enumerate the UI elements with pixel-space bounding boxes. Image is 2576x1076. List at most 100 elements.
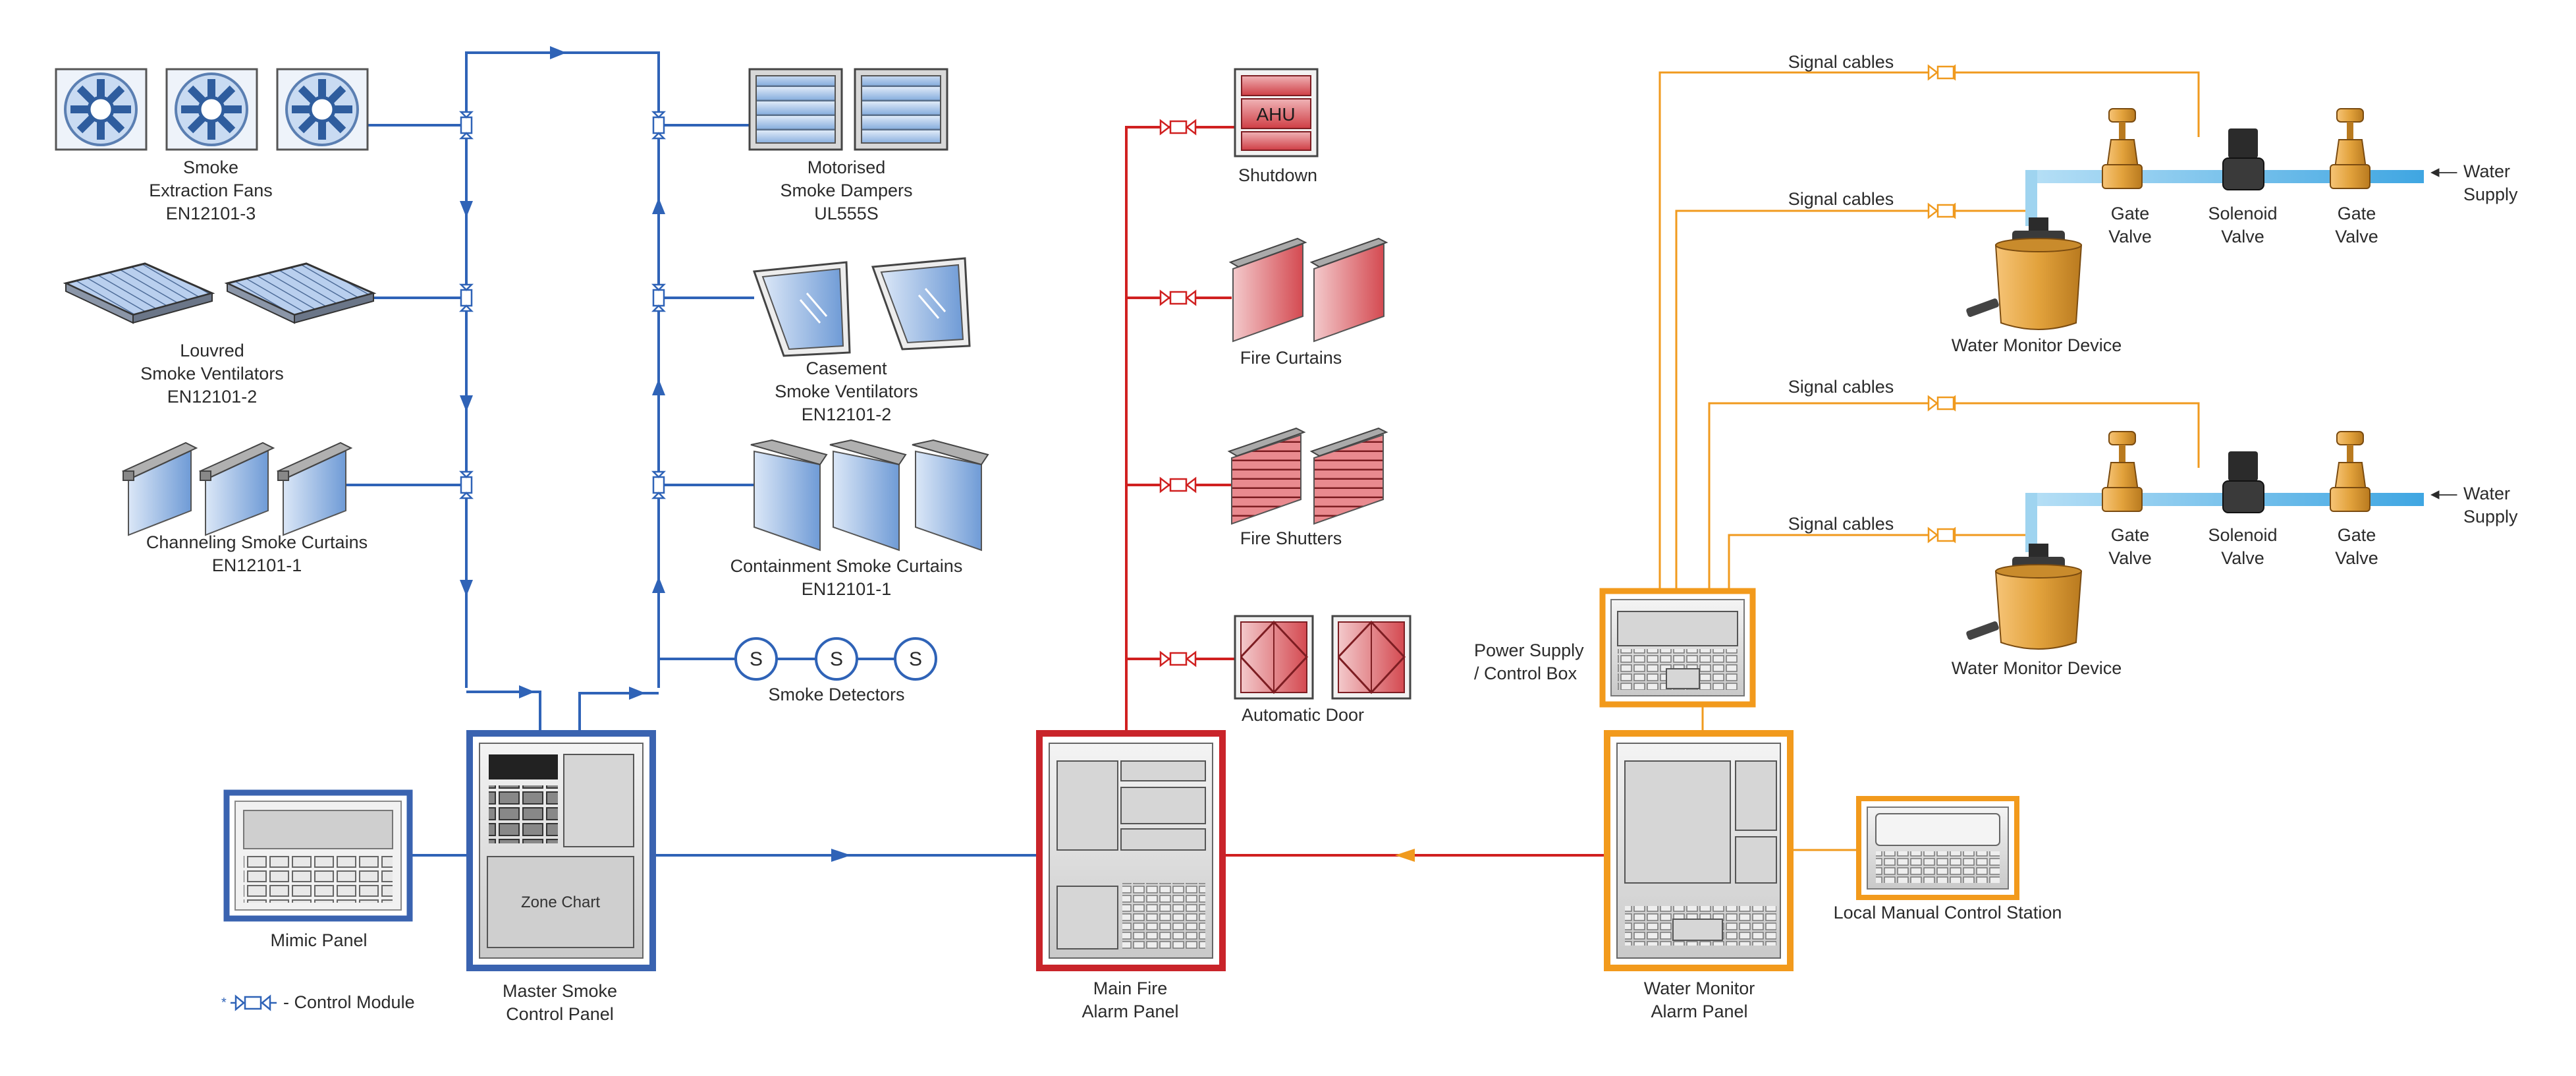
gate-valve-label: Gate Valve: [2335, 524, 2378, 570]
smoke-detector-icon: [815, 637, 858, 681]
detectors-label: Smoke Detectors: [768, 685, 905, 704]
gate-valve-label-line: Valve: [2335, 227, 2378, 246]
gate-valve-icon: [2330, 431, 2370, 512]
water-supply-label: Water Supply: [2463, 482, 2518, 528]
fire-curtains: [1228, 237, 1388, 343]
gate-valve-label-line: Gate: [2337, 204, 2376, 223]
local-station-label: Local Manual Control Station: [1833, 903, 2062, 922]
water-monitor-device-label: Water Monitor Device: [1951, 658, 2122, 678]
door-icon: [1331, 615, 1411, 700]
dampers-label-line: UL555S: [814, 204, 879, 223]
damper-icon: [854, 68, 948, 151]
solenoid-valve-label: Solenoid Valve: [2208, 524, 2277, 570]
gate-valve-label-line: Valve: [2108, 227, 2152, 246]
gate-valve-icon: [2330, 108, 2370, 189]
fans-label-line: Extraction Fans: [149, 181, 273, 200]
smoke-detectors: S S S: [734, 637, 937, 681]
fire-shutters: [1227, 427, 1388, 525]
louvred-smoke-ventilators: [63, 262, 377, 324]
shutdown-label: Shutdown: [1238, 165, 1318, 185]
zone-chart-label: Zone Chart: [521, 893, 600, 911]
water-monitor-alarm-panel: [1604, 730, 1794, 971]
master-panel-label-line: Control Panel: [506, 1004, 614, 1024]
main-fire-panel-label: Main Fire Alarm Panel: [1082, 977, 1178, 1023]
gate-valve-label: Gate Valve: [2108, 202, 2152, 248]
fire-curtains-label: Fire Curtains: [1240, 348, 1342, 368]
channeling-label-line: Channeling Smoke Curtains: [146, 532, 368, 552]
solenoid-valve-label-line: Valve: [2221, 227, 2264, 246]
detector-symbol: S: [909, 648, 922, 670]
containment-label-line: EN12101-1: [801, 579, 892, 599]
signal-cables-label: Signal cables: [1788, 514, 1894, 534]
gate-valve-label-line: Valve: [2108, 548, 2152, 568]
detector-symbol: S: [750, 648, 763, 670]
fire-control-modules: [1159, 119, 1197, 667]
water-alarm-panel-label: Water Monitor Alarm Panel: [1644, 977, 1755, 1023]
louvred-label-line: Smoke Ventilators: [140, 364, 284, 383]
detector-symbol: S: [830, 648, 843, 670]
curtain-icon: [121, 441, 198, 536]
water-alarm-panel-label-line: Water Monitor: [1643, 978, 1755, 998]
motorised-smoke-dampers: [748, 68, 948, 151]
local-manual-control-station: [1856, 796, 2019, 900]
curtain-icon: [198, 441, 275, 536]
solenoid-valve-icon: [2222, 451, 2264, 513]
gate-valve-label-line: Gate: [2337, 525, 2376, 545]
casement-label: Casement Smoke Ventilators EN12101-2: [775, 357, 918, 426]
automatic-door: [1234, 615, 1411, 700]
master-panel-label-line: Master Smoke: [502, 981, 618, 1001]
louvred-vent-icon: [224, 262, 377, 324]
main-fire-alarm-panel: [1036, 730, 1226, 971]
power-supply-control-box: [1599, 588, 1756, 708]
fan-icon: [276, 68, 369, 151]
water-supply-label-line: Supply: [2463, 184, 2518, 204]
solenoid-valve-label-line: Solenoid: [2208, 204, 2278, 223]
gate-valve-label: Gate Valve: [2335, 202, 2378, 248]
control-module-icon: [231, 994, 277, 1011]
solenoid-valve-label: Solenoid Valve: [2208, 202, 2277, 248]
power-supply-label: Power Supply / Control Box: [1474, 639, 1584, 685]
smoke-detector-icon: [734, 637, 778, 681]
gate-valve-label-line: Gate: [2110, 525, 2150, 545]
curtain-icon: [829, 439, 907, 552]
solenoid-valve-icon: [2222, 128, 2264, 190]
casement-label-line: Casement: [806, 358, 887, 378]
louvred-vent-icon: [63, 262, 215, 324]
smoke-control-lines: [346, 51, 1039, 857]
water-monitor-device-label: Water Monitor Device: [1951, 335, 2122, 355]
legend-asterisk: *: [221, 996, 227, 1010]
fan-icon: [165, 68, 258, 151]
automatic-door-label: Automatic Door: [1241, 705, 1365, 725]
channeling-smoke-curtains: [121, 441, 353, 536]
dampers-label: Motorised Smoke Dampers UL555S: [780, 156, 912, 225]
signal-cables-label: Signal cables: [1788, 377, 1894, 397]
ahu-text: AHU: [1256, 104, 1295, 125]
casement-icon: [871, 257, 971, 351]
water-supply-label-line: Supply: [2463, 507, 2518, 526]
fans-label: Smoke Extraction Fans EN12101-3: [149, 156, 273, 225]
mimic-panel: [223, 789, 413, 922]
gate-valve-label-line: Valve: [2335, 548, 2378, 568]
louvred-label-line: EN12101-2: [167, 387, 258, 407]
smoke-extraction-fans: [55, 68, 369, 151]
containment-label-line: Containment Smoke Curtains: [730, 556, 963, 576]
louvred-label-line: Louvred: [180, 341, 244, 360]
fire-shutter-icon: [1227, 427, 1306, 525]
legend-label: - Control Module: [283, 992, 415, 1012]
water-monitor-device-icon: [1966, 217, 2083, 330]
master-smoke-control-panel: Zone Chart: [466, 730, 656, 971]
main-fire-panel-label-line: Main Fire: [1093, 978, 1168, 998]
water-supply-label: Water Supply: [2463, 160, 2518, 206]
channeling-label-line: EN12101-1: [211, 555, 302, 575]
dampers-label-line: Smoke Dampers: [780, 181, 913, 200]
gate-valve-icon: [2102, 431, 2143, 512]
power-supply-label-line: Power Supply: [1474, 640, 1584, 660]
water-control-modules: [1927, 64, 1956, 544]
gate-valve-label: Gate Valve: [2108, 524, 2152, 570]
power-supply-label-line: / Control Box: [1474, 664, 1577, 683]
door-icon: [1234, 615, 1314, 700]
control-module-legend: *: [221, 994, 277, 1011]
fans-label-line: Smoke: [182, 157, 239, 177]
fans-label-line: EN12101-3: [165, 204, 256, 223]
